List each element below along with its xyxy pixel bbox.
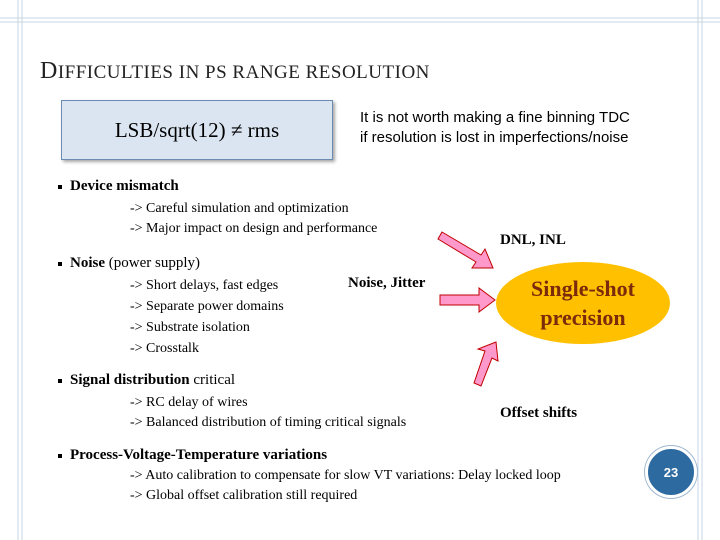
note-text: It is not worth making a fine binning TD… — [360, 108, 630, 148]
bullet-dot — [58, 378, 62, 383]
lsb-formula-box: LSB/sqrt(12) ≠ rms — [61, 100, 333, 160]
device-item: -> Major impact on design and performanc… — [130, 221, 378, 236]
pvt-title: Process-Voltage-Temperature variations — [70, 447, 328, 463]
single-shot-precision-ellipse: Single-shot precision — [496, 262, 670, 344]
arrow-dnl-icon — [437, 231, 494, 269]
bullet-device-mismatch: Device mismatch — [58, 178, 179, 195]
note-line-2: if resolution is lost in imperfections/n… — [360, 129, 629, 146]
pvt-item: -> Global offset calibration still requi… — [130, 488, 358, 503]
title-first-letter: D — [40, 58, 58, 84]
lsb-formula-text: LSB/sqrt(12) ≠ rms — [114, 117, 280, 142]
signal-item: -> RC delay of wires — [130, 395, 248, 410]
noise-item: -> Separate power domains — [130, 299, 284, 314]
title-rest: IFFICULTIES IN PS RANGE RESOLUTION — [57, 62, 430, 83]
noise-item: -> Substrate isolation — [130, 320, 250, 335]
pvt-item: -> Auto calibration to compensate for sl… — [130, 468, 561, 483]
bullet-dot — [58, 453, 62, 458]
slide-title: DIFFICULTIES IN PS RANGE RESOLUTION — [40, 58, 430, 85]
signal-items: -> RC delay of wires -> Balanced distrib… — [130, 393, 406, 433]
ellipse-line-1: Single-shot — [531, 276, 635, 301]
signal-title-rest: critical — [189, 372, 236, 388]
arrow-offset-icon — [473, 341, 499, 387]
page-number: 23 — [663, 464, 679, 480]
noise-jitter-label: Noise, Jitter — [348, 275, 426, 291]
pvt-items: -> Auto calibration to compensate for sl… — [130, 466, 561, 506]
signal-title-bold: Signal distribution — [70, 372, 190, 388]
signal-item: -> Balanced distribution of timing criti… — [130, 415, 407, 430]
bullet-signal-distribution: Signal distribution critical — [58, 372, 235, 389]
device-title: Device mismatch — [70, 178, 179, 194]
bullet-pvt: Process-Voltage-Temperature variations — [58, 447, 327, 464]
ellipse-line-2: precision — [540, 305, 626, 330]
arrow-noise-icon — [439, 287, 496, 313]
note-line-1: It is not worth making a fine binning TD… — [360, 109, 630, 126]
bullet-dot — [58, 261, 62, 266]
bullet-dot — [58, 184, 62, 189]
device-items: -> Careful simulation and optimization -… — [130, 199, 377, 239]
bullet-noise: Noise (power supply) — [58, 255, 200, 272]
page-number-badge: 23 — [645, 446, 697, 498]
device-item: -> Careful simulation and optimization — [130, 201, 349, 216]
noise-items: -> Short delays, fast edges -> Separate … — [130, 275, 284, 359]
offset-shifts-label: Offset shifts — [500, 405, 578, 421]
noise-item: -> Short delays, fast edges — [130, 278, 279, 293]
noise-item: -> Crosstalk — [130, 341, 199, 356]
noise-title-bold: Noise — [70, 255, 105, 271]
noise-title-rest: (power supply) — [105, 255, 200, 271]
dnl-inl-label: DNL, INL — [500, 232, 566, 248]
